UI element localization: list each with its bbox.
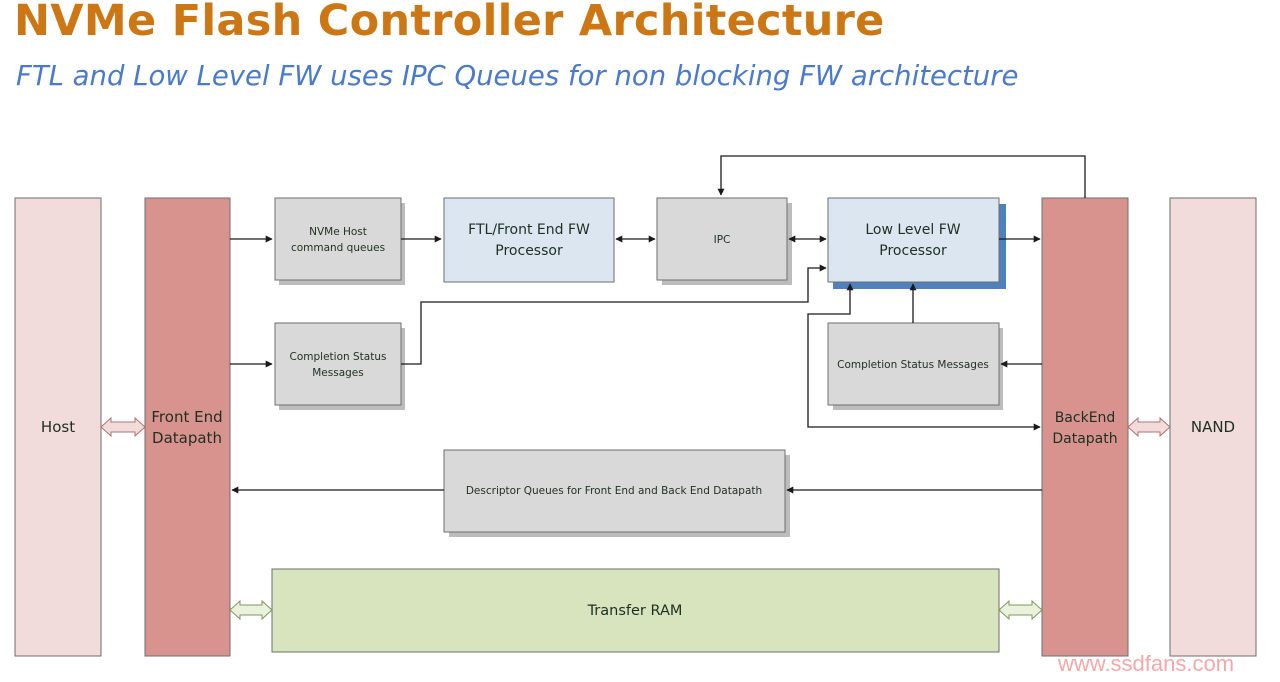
completion-front-label: Completion Status (290, 351, 387, 363)
front-end-datapath-label: Front End (151, 408, 222, 426)
host-fe-link-arrow (100, 416, 146, 438)
nvme-queues-box (274, 197, 402, 281)
completion-front-label-2: Messages (312, 367, 364, 379)
arrow-completion-to-llfw (401, 264, 827, 365)
host-box (14, 197, 102, 657)
backend-datapath-label: BackEnd (1055, 410, 1116, 426)
host-label: Host (41, 418, 75, 436)
watermark: www.ssdfans.com (1058, 651, 1235, 676)
ram-fe-link-arrow (229, 599, 273, 621)
front-end-datapath-box (144, 197, 231, 657)
arrow-be-to-ipc (717, 155, 1086, 198)
front-end-datapath-label-2: Datapath (152, 429, 222, 447)
descriptor-queues-box (443, 449, 786, 533)
nvme-queues-label: NVMe Host (309, 226, 367, 238)
ipc-label: IPC (714, 234, 731, 246)
connectors (230, 155, 1086, 494)
low-level-processor-label: Low Level FW (865, 222, 960, 238)
transfer-ram-box (271, 568, 1000, 653)
low-level-processor-box (827, 197, 1000, 283)
completion-front-box (274, 322, 402, 406)
nand-label: NAND (1191, 418, 1235, 436)
completion-back-label: Completion Status Messages (837, 359, 989, 371)
ftl-processor-label: FTL/Front End FW (468, 222, 590, 238)
ram-be-link-arrow (998, 599, 1043, 621)
transfer-ram-label: Transfer RAM (587, 603, 683, 619)
nand-box (1169, 197, 1257, 657)
descriptor-queues-label: Descriptor Queues for Front End and Back… (466, 485, 762, 497)
page-subtitle: FTL and Low Level FW uses IPC Queues for… (16, 60, 1019, 92)
page-title: NVMe Flash Controller Architecture (14, 0, 885, 46)
ftl-processor-label-2: Processor (495, 243, 563, 259)
ipc-box (656, 197, 788, 281)
low-level-processor-label-2: Processor (879, 243, 947, 259)
be-nand-link-arrow (1127, 416, 1171, 438)
nvme-queues-label-2: command queues (291, 242, 385, 254)
backend-datapath-label-2: Datapath (1052, 431, 1117, 447)
backend-datapath-box (1041, 197, 1129, 657)
arrow-llfw-be-loop (807, 283, 1041, 431)
ftl-processor-box (443, 197, 615, 283)
